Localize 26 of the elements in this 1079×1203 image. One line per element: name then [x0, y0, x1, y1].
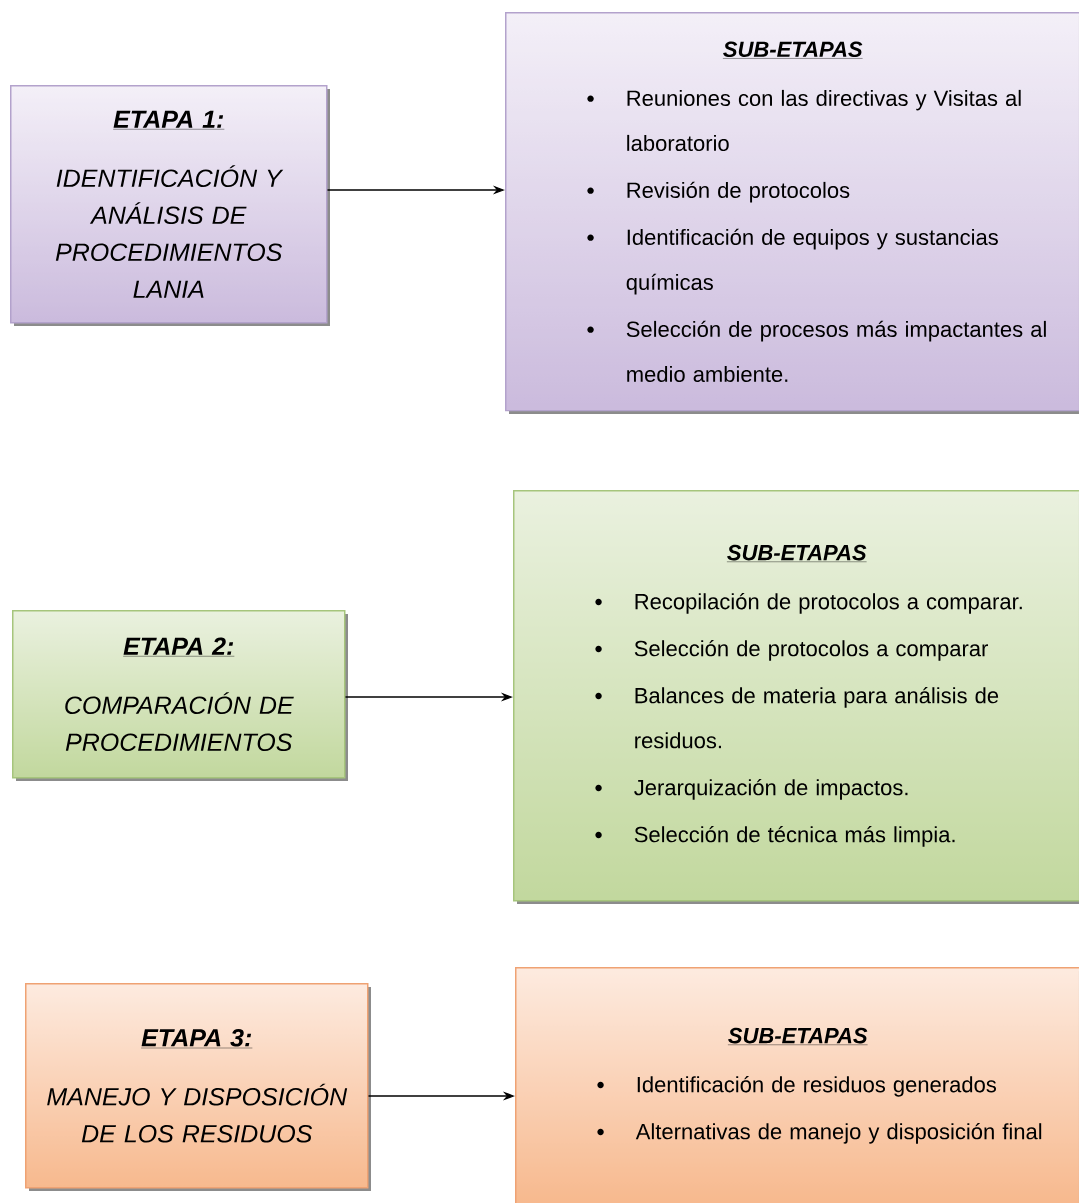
stage-name: IDENTIFICACIÓN Y ANÁLISIS DE PROCEDIMIENTOS LANIA: [55, 165, 284, 298]
bullet-item: Reuniones con las directivas y Visitas al laboratorio: [587, 89, 1021, 152]
bullet-item: Selección de protocolos a comparar: [595, 639, 988, 661]
bullet-item: Selección de técnica más limpia.: [595, 825, 955, 847]
sub-stage-title: SUB-ETAPAS: [726, 544, 867, 562]
bullet-item: Revisión de protocolos: [587, 181, 850, 203]
bullet-item: Selección de procesos más impactantes al medio ambiente.: [587, 320, 1046, 383]
sub-stage-title: SUB-ETAPAS: [727, 1027, 868, 1045]
stage-title: ETAPA 3:: [140, 1028, 253, 1049]
stage-title: ETAPA 2:: [122, 637, 235, 657]
stage-name: MANEJO Y DISPOSICIÓN DE LOS RESIDUOS: [47, 1083, 348, 1143]
bullet-item: Identificación de equipos y sustancias químicas: [587, 228, 998, 295]
bullet-item: Jerarquización de impactos.: [595, 778, 908, 800]
stage-title: ETAPA 1:: [112, 110, 225, 130]
sub-stage-box: [513, 490, 1079, 904]
bullet-item: Alternativas de manejo y disposición final: [597, 1122, 1042, 1144]
stage-box: [10, 85, 330, 326]
stage-box: [12, 610, 348, 781]
stage-box: [25, 983, 371, 1191]
stage-name: COMPARACIÓN DE PROCEDIMIENTOS: [65, 692, 294, 752]
bullet-item: Recopilación de protocolos a comparar.: [595, 592, 1022, 614]
sub-stage-box: [505, 12, 1079, 414]
sub-stage-title: SUB-ETAPAS: [722, 41, 863, 59]
bullet-item: Balances de materia para análisis de residuos.: [595, 686, 999, 749]
sub-stage-box: [515, 967, 1079, 1203]
bullet-item: Identificación de residuos generados: [597, 1075, 996, 1097]
